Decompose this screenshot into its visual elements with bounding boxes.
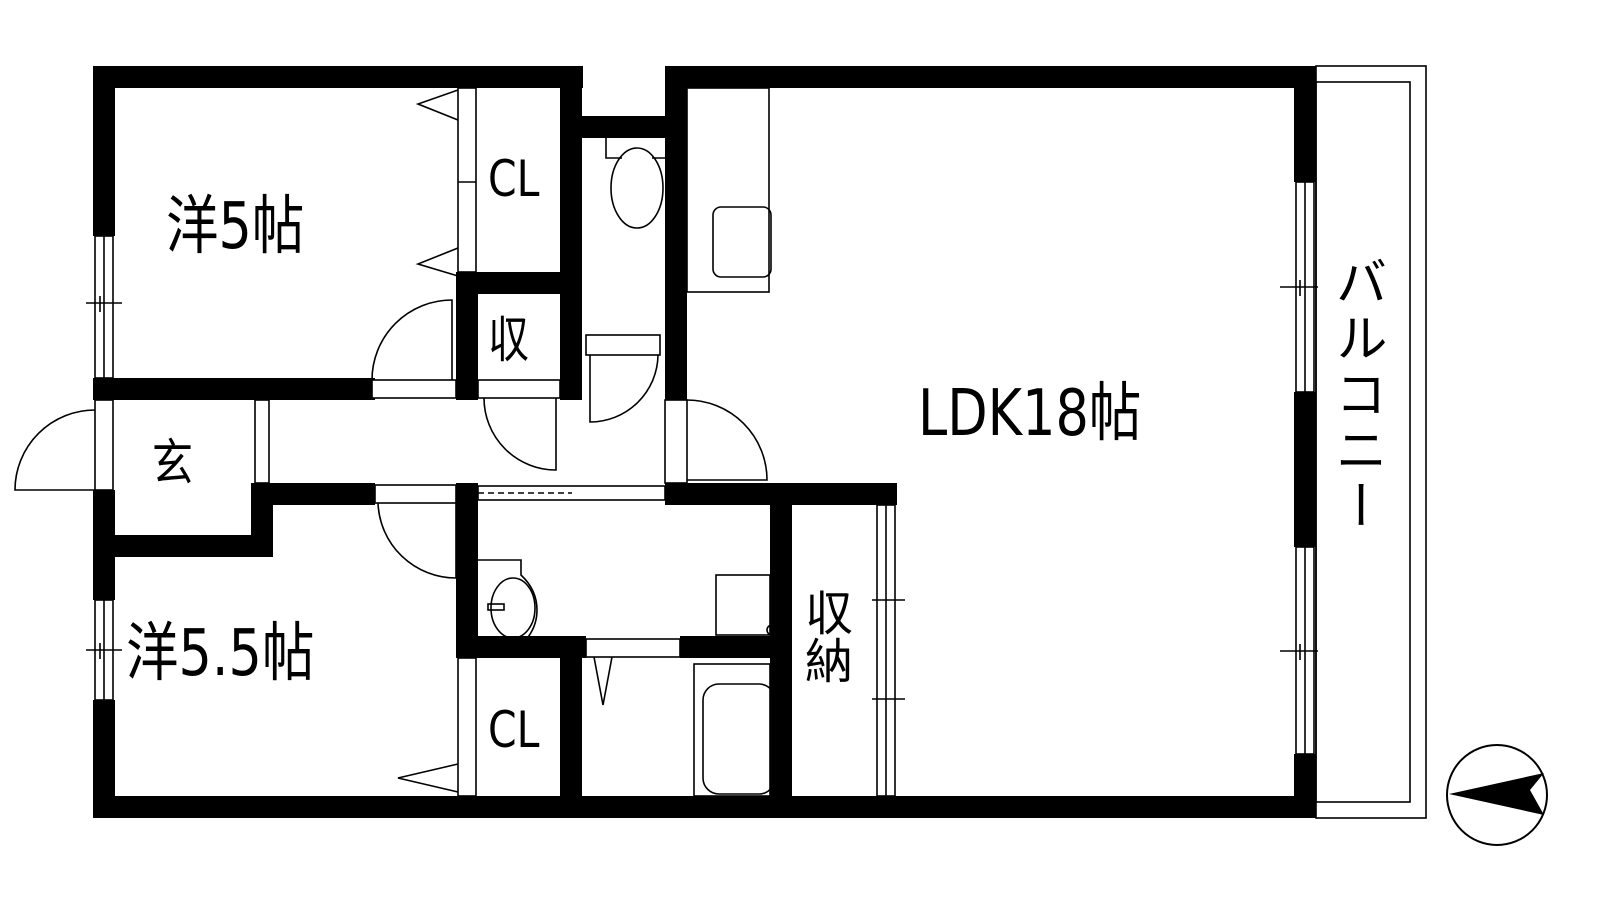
room-label-closet-2: CL	[488, 701, 540, 759]
closet-doors	[397, 87, 477, 797]
windows	[86, 181, 1318, 797]
room-label-ldk: LDK18帖	[918, 377, 1142, 451]
room-label-balcony: バルコニー	[1326, 255, 1386, 535]
walls	[93, 66, 1316, 818]
compass-north-arrow-icon	[1446, 744, 1548, 846]
fixtures	[478, 87, 778, 797]
toilet-icon	[605, 138, 669, 229]
room-label-closet-1: CL	[488, 150, 540, 208]
doors	[14, 299, 768, 706]
room-label-western-1: 洋5帖	[166, 190, 305, 264]
balcony	[1315, 65, 1427, 819]
room-label-entrance: 玄	[152, 434, 193, 492]
bathtub-icon	[693, 663, 776, 797]
washbasin-icon	[478, 559, 538, 653]
room-label-storage-small: 収	[488, 311, 529, 369]
room-label-storage-large: 収納	[796, 588, 852, 684]
kitchen-sink-icon	[686, 87, 772, 293]
washing-machine-icon	[715, 574, 778, 636]
room-label-western-2: 洋5.5帖	[126, 617, 315, 691]
